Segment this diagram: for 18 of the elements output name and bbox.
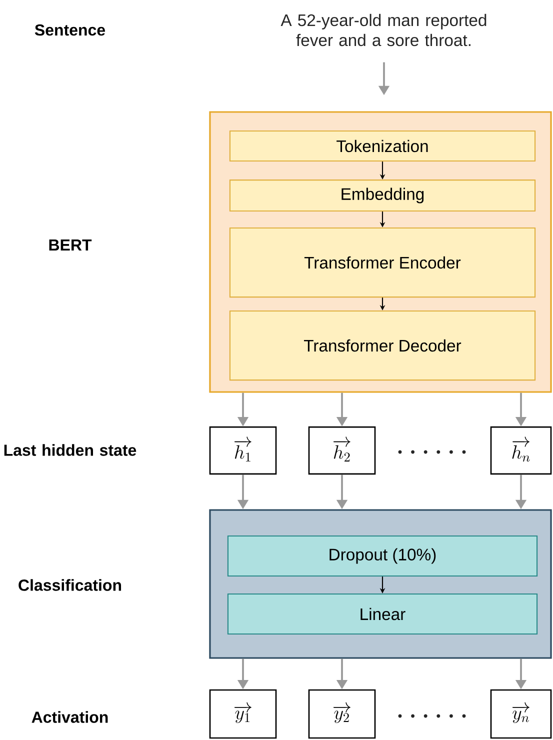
row-label: Activation bbox=[32, 711, 108, 723]
sentence-text: A 52-year-old man reported fever and a sore throat. bbox=[280, 14, 486, 46]
process-box: Tokenization bbox=[229, 130, 536, 162]
process-box: Linear bbox=[227, 593, 538, 635]
process-box: Transformer Encoder bbox=[229, 227, 536, 298]
process-box: Embedding bbox=[229, 180, 536, 212]
vector-box: $\overrightarrow{y_n}$ bbox=[490, 689, 552, 739]
vector-box: $\overrightarrow{h_2}$ bbox=[308, 426, 376, 475]
process-box: Transformer Decoder bbox=[229, 310, 536, 381]
row-label: Last hidden state bbox=[4, 444, 136, 456]
row-label: Classification bbox=[18, 579, 122, 591]
row-label: Sentence bbox=[34, 24, 105, 36]
process-box: Dropout (10%) bbox=[227, 535, 538, 577]
vector-box: $\overrightarrow{h_n}$ bbox=[490, 426, 552, 475]
row-label: BERT bbox=[49, 240, 92, 250]
vector-box: $\overrightarrow{h_1}$ bbox=[209, 426, 277, 475]
vector-box: $\overrightarrow{y_1}$ bbox=[209, 689, 277, 739]
vector-box: $\overrightarrow{y_2}$ bbox=[308, 689, 376, 739]
